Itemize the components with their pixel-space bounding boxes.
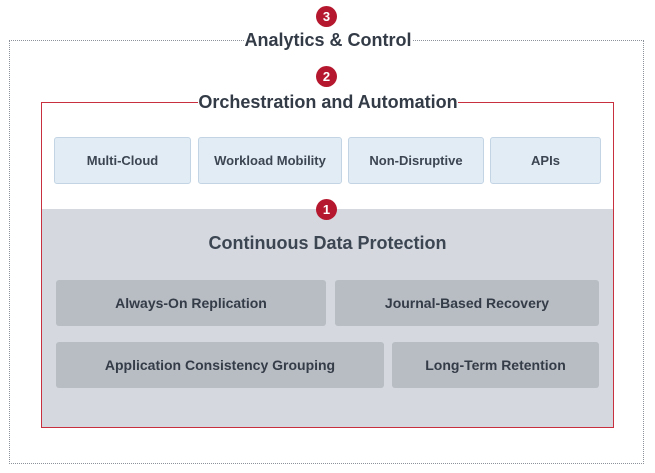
analytics-control-title: Analytics & Control	[244, 29, 412, 51]
protection-item-application-consistency-grouping: Application Consistency Grouping	[56, 342, 384, 388]
orchestration-item-apis: APIs	[490, 137, 601, 184]
orchestration-automation-title: Orchestration and Automation	[198, 91, 458, 113]
layer-number-badge-2: 2	[316, 66, 337, 87]
orchestration-item-multi-cloud: Multi-Cloud	[54, 137, 191, 184]
protection-item-always-on-replication: Always-On Replication	[56, 280, 326, 326]
orchestration-item-non-disruptive: Non-Disruptive	[348, 137, 484, 184]
layer-number-badge-1: 1	[316, 199, 337, 220]
orchestration-item-workload-mobility: Workload Mobility	[198, 137, 342, 184]
layer-number-badge-3: 3	[316, 6, 337, 27]
protection-item-long-term-retention: Long-Term Retention	[392, 342, 599, 388]
continuous-data-protection-title: Continuous Data Protection	[208, 233, 447, 253]
protection-item-journal-based-recovery: Journal-Based Recovery	[335, 280, 599, 326]
